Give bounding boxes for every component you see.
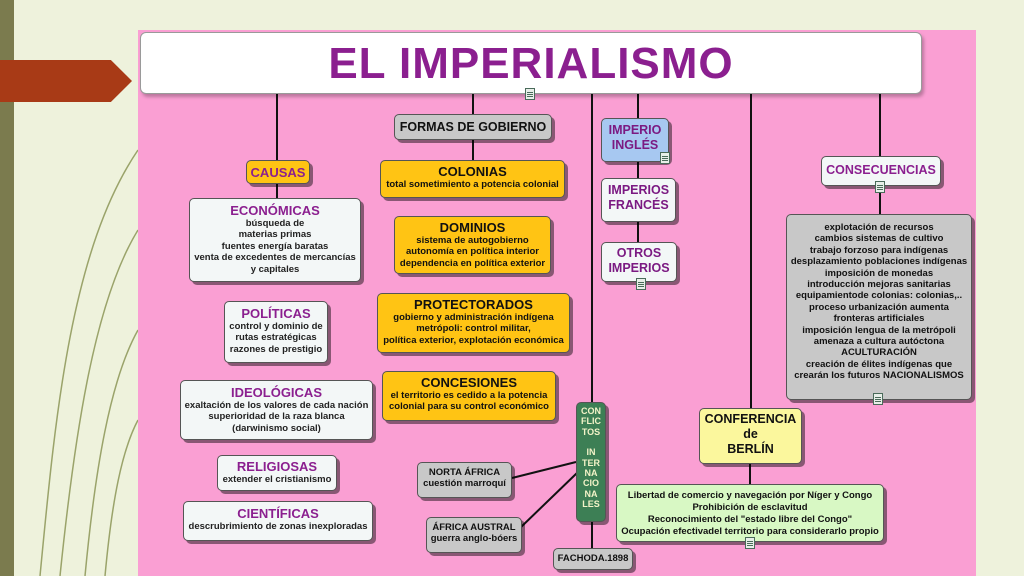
formas-label: FORMAS DE GOBIERNO (399, 120, 547, 134)
otros-imperios-node[interactable]: OTROS IMPERIOS (601, 242, 677, 282)
causas-label: CAUSAS (250, 165, 306, 180)
africa-austral-title: ÁFRICA AUSTRAL (432, 522, 516, 533)
protectorados-body: gobierno y administración indígena metró… (383, 312, 564, 346)
africa-austral-node[interactable]: ÁFRICA AUSTRAL guerra anglo-bóers (426, 517, 522, 553)
religiosas-body: extender el cristianismo (222, 474, 332, 485)
norta-africa-title: NORTA ÁFRICA (428, 467, 501, 478)
note-icon-ingles[interactable] (660, 152, 670, 164)
dominios-node[interactable]: DOMINIOS sistema de autogobierno autonom… (394, 216, 551, 274)
conflictos-label: CON FLIC TOS IN TER NA CIO NA LES (581, 406, 601, 510)
cientificas-title: CIENTÍFICAS (237, 506, 319, 521)
conferencia-node[interactable]: CONFERENCIA de BERLÍN (699, 408, 802, 464)
fachoda-label: FACHODA.1898 (557, 553, 629, 564)
economicas-body: búsqueda de materias primas fuentes ener… (194, 218, 356, 275)
dominios-title: DOMINIOS (439, 220, 506, 235)
cientificas-node[interactable]: CIENTÍFICAS descrubrimiento de zonas ine… (183, 501, 373, 541)
image-icon-consecuencias[interactable] (875, 181, 885, 193)
cientificas-body: descrubrimiento de zonas inexploradas (188, 521, 368, 532)
note-icon[interactable] (525, 88, 535, 100)
image-icon-consecuencias-bottom[interactable] (873, 393, 883, 405)
colonias-node[interactable]: COLONIAS total sometimiento a potencia c… (380, 160, 565, 198)
title-box: EL IMPERIALISMO (140, 32, 922, 94)
dominios-body: sistema de autogobierno autonomía en pol… (399, 235, 546, 269)
concesiones-body: el territorio es cedido a la potencia co… (389, 390, 549, 413)
concesiones-node[interactable]: CONCESIONES el territorio es cedido a la… (382, 371, 556, 421)
otros-imperios-label: OTROS IMPERIOS (608, 246, 670, 275)
colonias-title: COLONIAS (438, 164, 507, 179)
religiosas-title: RELIGIOSAS (236, 459, 318, 474)
consecuencias-label: CONSECUENCIAS (826, 163, 936, 177)
protectorados-title: PROTECTORADOS (414, 297, 533, 312)
consecuencias-details-node[interactable]: explotación de recursos cambios sistemas… (786, 214, 972, 400)
protectorados-node[interactable]: PROTECTORADOS gobierno y administración … (377, 293, 570, 353)
colonias-body: total sometimiento a potencia colonial (386, 179, 559, 190)
norta-africa-body: cuestión marroquí (423, 478, 506, 489)
ideologicas-body: exaltación de los valores de cada nación… (184, 400, 369, 434)
conferencia-details-node[interactable]: Libertad de comercio y navegación por Ní… (616, 484, 884, 542)
causas-node[interactable]: CAUSAS (246, 160, 310, 184)
conferencia-label: CONFERENCIA de BERLÍN (704, 412, 797, 456)
economicas-title: ECONÓMICAS (230, 203, 320, 218)
image-icon-conferencia[interactable] (745, 537, 755, 549)
politicas-body: control y dominio de rutas estratégicas … (229, 321, 323, 355)
slide-arrow-marker (0, 60, 132, 102)
religiosas-node[interactable]: RELIGIOSAS extender el cristianismo (217, 455, 337, 491)
fachoda-node[interactable]: FACHODA.1898 (553, 548, 633, 570)
politicas-title: POLÍTICAS (241, 306, 311, 321)
page-title: EL IMPERIALISMO (328, 39, 734, 88)
norta-africa-node[interactable]: NORTA ÁFRICA cuestión marroquí (417, 462, 512, 498)
left-decorative-bar (0, 0, 14, 576)
economicas-node[interactable]: ECONÓMICAS búsqueda de materias primas f… (189, 198, 361, 282)
consecuencias-body: explotación de recursos cambios sistemas… (790, 222, 968, 382)
consecuencias-node[interactable]: CONSECUENCIAS (821, 156, 941, 186)
conferencia-body: Libertad de comercio y navegación por Ní… (621, 490, 879, 537)
image-icon-otros[interactable] (636, 278, 646, 290)
conflictos-node[interactable]: CON FLIC TOS IN TER NA CIO NA LES (576, 402, 606, 522)
imperio-ingles-node[interactable]: IMPERIO INGLÉS (601, 118, 669, 162)
imperios-frances-node[interactable]: IMPERIOS FRANCÉS (601, 178, 676, 222)
imperios-frances-label: IMPERIOS FRANCÉS (607, 183, 670, 212)
politicas-node[interactable]: POLÍTICAS control y dominio de rutas est… (224, 301, 328, 363)
imperio-ingles-label: IMPERIO INGLÉS (608, 123, 662, 152)
formas-node[interactable]: FORMAS DE GOBIERNO (394, 114, 552, 140)
ideologicas-title: IDEOLÓGICAS (230, 385, 322, 400)
concesiones-title: CONCESIONES (420, 375, 518, 390)
ideologicas-node[interactable]: IDEOLÓGICAS exaltación de los valores de… (180, 380, 373, 440)
africa-austral-body: guerra anglo-bóers (430, 533, 518, 544)
